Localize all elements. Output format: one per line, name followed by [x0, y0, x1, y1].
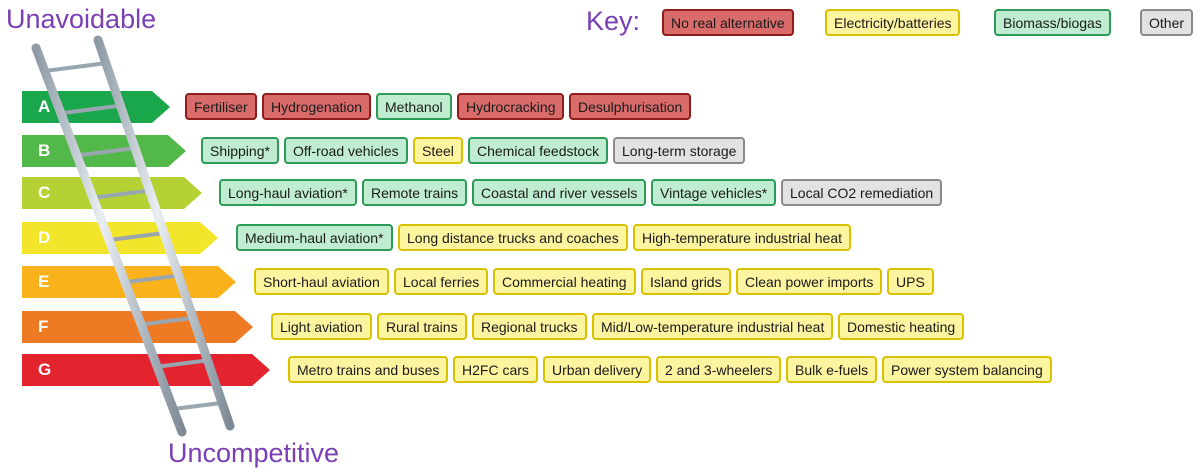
ladder-rung	[76, 146, 136, 158]
chip-long-haul-aviation: Long-haul aviation*	[219, 179, 357, 206]
chip-bulk-e-fuels: Bulk e-fuels	[786, 356, 878, 383]
key-chip-no-real-alternative: No real alternative	[662, 9, 794, 36]
chip-metro-trains-and-buses: Metro trains and buses	[288, 356, 449, 383]
bottom-title: Uncompetitive	[168, 438, 340, 468]
chip-coastal-and-river-vessels: Coastal and river vessels	[472, 179, 647, 206]
band-letter: F	[38, 317, 49, 336]
ladder-rung	[140, 315, 194, 327]
band-letter: C	[38, 183, 51, 202]
ladder-rung	[156, 358, 208, 369]
band-letter: G	[38, 360, 52, 379]
chip-domestic-heating: Domestic heating	[838, 313, 965, 340]
key-chip-electricity-batteries: Electricity/batteries	[825, 9, 961, 36]
ladder-rung	[124, 273, 179, 285]
chip-medium-haul-aviation: Medium-haul aviation*	[236, 224, 393, 251]
chip-hydrocracking: Hydrocracking	[457, 93, 565, 120]
chip-high-temperature-industrial-heat: High-temperature industrial heat	[633, 224, 851, 251]
band-letter: E	[38, 272, 50, 291]
chip-long-term-storage: Long-term storage	[613, 137, 746, 164]
chip-steel: Steel	[413, 137, 463, 164]
chip-remote-trains: Remote trains	[362, 179, 468, 206]
chip-local-co2-remediation: Local CO2 remediation	[781, 179, 943, 206]
band-letter: B	[38, 141, 51, 160]
key-chip-other: Other	[1140, 9, 1194, 36]
chip-shipping: Shipping*	[201, 137, 279, 164]
top-title: Unavoidable	[6, 4, 157, 34]
chip-regional-trucks: Regional trucks	[472, 313, 587, 340]
ladder-rung	[92, 188, 150, 200]
ladder-left-rail	[31, 43, 187, 437]
chip-rural-trains: Rural trains	[377, 313, 467, 340]
ladder-rung	[172, 400, 223, 411]
chip-desulphurisation: Desulphurisation	[569, 93, 692, 120]
ladder-right-rail	[93, 35, 235, 431]
chip-off-road-vehicles: Off-road vehicles	[284, 137, 408, 164]
ladder-rung	[60, 103, 121, 116]
chip-chemical-feedstock: Chemical feedstock	[468, 137, 609, 164]
chip-clean-power-imports: Clean power imports	[736, 268, 883, 295]
chip-power-system-balancing: Power system balancing	[882, 356, 1052, 383]
chip-mid-low-temperature-industrial-heat: Mid/Low-temperature industrial heat	[592, 313, 834, 340]
band-letter: D	[38, 228, 51, 247]
band-c: C	[22, 177, 202, 209]
chip-urban-delivery: Urban delivery	[543, 356, 652, 383]
chip-h2fc-cars: H2FC cars	[453, 356, 538, 383]
chip-ups: UPS	[887, 268, 934, 295]
key-chip-biomass-biogas: Biomass/biogas	[994, 9, 1111, 36]
band-g: G	[22, 354, 270, 386]
band-letter: A	[38, 97, 51, 116]
chip-commercial-heating: Commercial heating	[493, 268, 636, 295]
chip-light-aviation: Light aviation	[271, 313, 372, 340]
chip-fertiliser: Fertiliser	[185, 93, 257, 120]
chip-local-ferries: Local ferries	[394, 268, 489, 295]
chip-hydrogenation: Hydrogenation	[262, 93, 372, 120]
chip-island-grids: Island grids	[641, 268, 731, 295]
chip-short-haul-aviation: Short-haul aviation	[254, 268, 389, 295]
chip-long-distance-trucks-and-coaches: Long distance trucks and coaches	[398, 224, 628, 251]
chip-2-and-3-wheelers: 2 and 3-wheelers	[656, 356, 782, 383]
ladder-rung	[108, 231, 165, 242]
ladder-rung	[44, 61, 107, 74]
chip-vintage-vehicles: Vintage vehicles*	[651, 179, 777, 206]
key-label: Key:	[586, 6, 641, 36]
chip-methanol: Methanol	[376, 93, 452, 120]
